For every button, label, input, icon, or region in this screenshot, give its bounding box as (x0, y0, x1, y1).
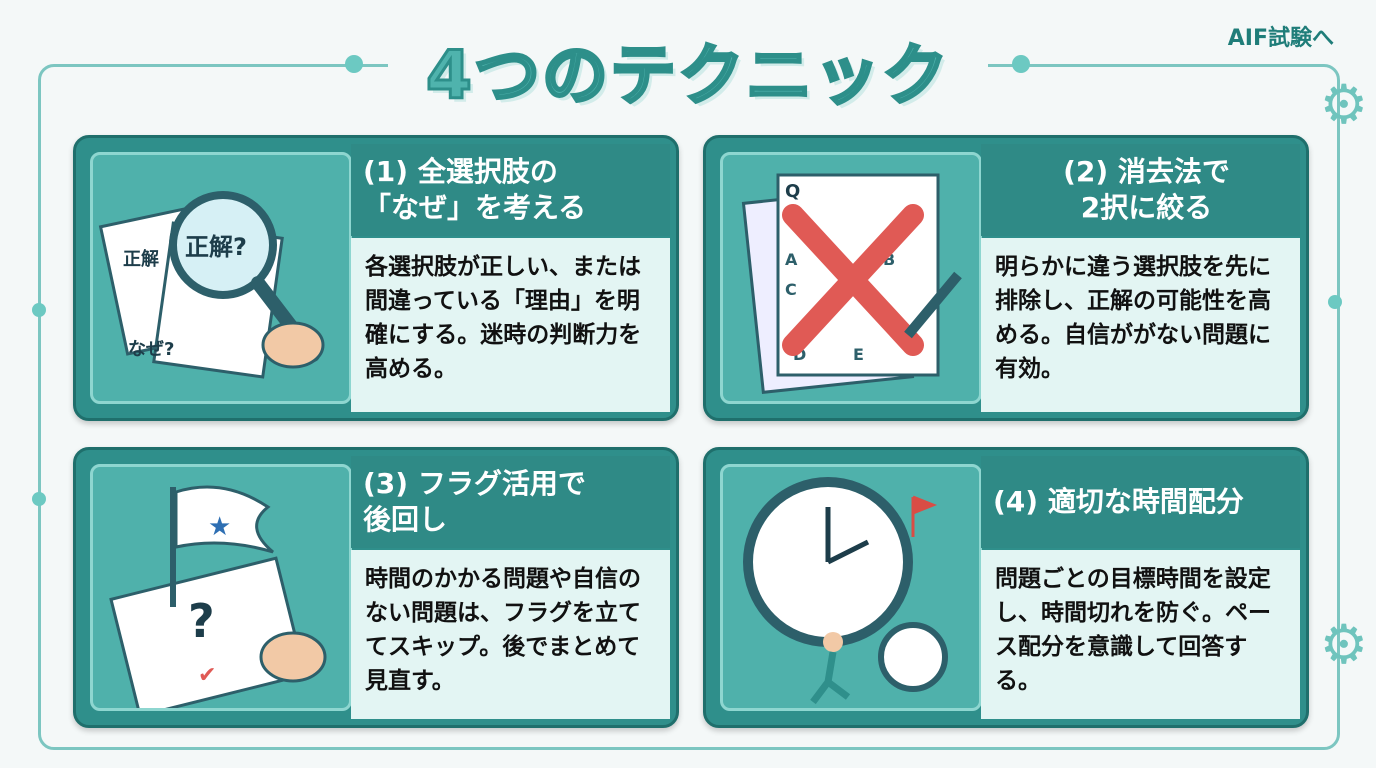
illustration-clock (720, 464, 982, 711)
card-body: 各選択肢が正しい、または間違っている「理由」を明確にする。迷時の判断力を高める。 (351, 238, 670, 412)
flag-icon (911, 495, 938, 537)
check-icon: ✔ (198, 663, 216, 688)
stopwatch-icon (878, 622, 948, 692)
card-heading: (3) フラグ活用で 後回し (351, 456, 670, 548)
illustration-elimination: Q A B C D E (720, 152, 982, 404)
choice-a: A (785, 250, 798, 269)
doc-label: なぜ? (128, 339, 174, 360)
page-title: 4つのテクニック (388, 22, 988, 118)
pencil-icon (904, 271, 962, 339)
card-body: 明らかに違う選択肢を先に排除し、正解の可能性を高める。自信ががない問題に有効。 (981, 238, 1300, 412)
aif-exam-link[interactable]: AIF試験へ (1227, 26, 1334, 51)
choice-c: C (785, 280, 797, 299)
runner-icon (823, 632, 843, 652)
card-heading: (4) 適切な時間配分 (981, 456, 1300, 548)
technique-card-1: 正解 なぜ? 正解? (1) 全選択肢の 「なぜ」を考える 各選択肢が正しい、ま… (73, 135, 679, 421)
card-body: 時間のかかる問題や自信のない問題は、フラグを立ててスキップ。後でまとめて見直す。 (351, 550, 670, 719)
illustration-magnifier: 正解 なぜ? 正解? (90, 152, 352, 404)
star-icon: ★ (208, 512, 231, 542)
question-mark: ? (188, 594, 215, 648)
card-body: 問題ごとの目標時間を設定し、時間切れを防ぐ。ペース配分を意識して回答する。 (981, 550, 1300, 719)
gear-icon: ⚙ (1319, 613, 1368, 676)
technique-card-4: (4) 適切な時間配分 問題ごとの目標時間を設定し、時間切れを防ぐ。ペース配分を… (703, 447, 1309, 728)
card-heading: (1) 全選択肢の 「なぜ」を考える (351, 144, 670, 236)
card-heading: (2) 消去法で 2択に絞る (981, 144, 1300, 236)
cross-icon (782, 204, 924, 356)
decor-dot (1328, 295, 1342, 309)
magnifier-label: 正解? (185, 233, 247, 261)
choice-e: E (853, 345, 864, 364)
flag-icon (174, 485, 274, 554)
gear-icon: ⚙ (1319, 73, 1368, 136)
sheet-label: Q (785, 181, 800, 202)
decor-dot (32, 492, 46, 506)
decor-dot (1012, 55, 1030, 73)
decor-dot (32, 303, 46, 317)
decor-dot (345, 55, 363, 73)
doc-label: 正解 (123, 248, 159, 270)
technique-card-2: Q A B C D E (2) 消去法で 2択に絞る 明らかに違う選択肢を先に排… (703, 135, 1309, 421)
technique-card-3: ★ ? ✔ (3) フラグ活用で 後回し 時間のかかる問題や自信のない問題は、フ… (73, 447, 679, 728)
illustration-flag: ★ ? ✔ (90, 464, 352, 711)
